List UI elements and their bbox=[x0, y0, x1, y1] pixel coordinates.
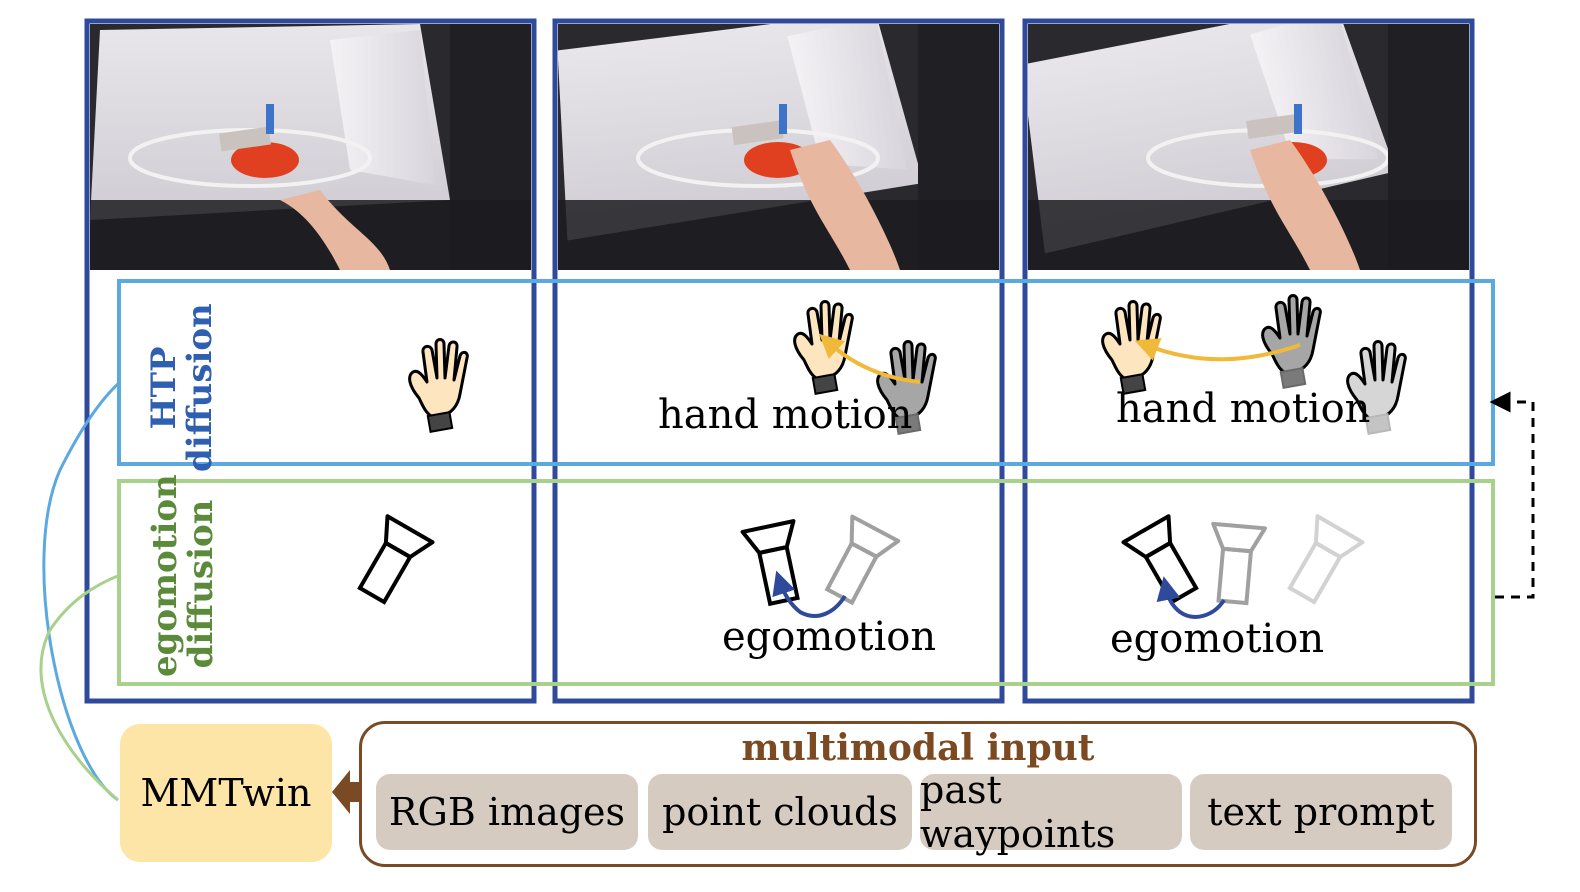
small-bottle bbox=[266, 104, 274, 134]
arm bbox=[790, 140, 900, 270]
feedback-dashed-arrow bbox=[1489, 391, 1535, 599]
photo-panel-1 bbox=[90, 24, 531, 270]
egomotion-label-3: egomotion bbox=[1110, 616, 1325, 662]
hand-icon-frame3-current bbox=[1101, 300, 1162, 396]
htp-label-line2: diffusion bbox=[180, 303, 220, 472]
hand-icon-frame2-past bbox=[876, 340, 937, 436]
egomotion-label-2: egomotion bbox=[722, 614, 937, 660]
ego-link-curve bbox=[39, 573, 121, 802]
htp-label-line1: HTP bbox=[144, 346, 184, 430]
microwave-side-wall bbox=[787, 24, 907, 170]
ego-arrow-3 bbox=[1156, 576, 1226, 619]
package bbox=[1246, 114, 1299, 139]
small-bottle bbox=[1294, 104, 1302, 134]
frame-column-1 bbox=[84, 18, 537, 704]
input-chip-rgb-images: RGB images bbox=[376, 774, 638, 850]
hand-icon-frame2-current bbox=[793, 300, 854, 396]
input-chip-past-waypoints: past waypoints bbox=[920, 768, 1182, 856]
lower-bg-2 bbox=[558, 270, 999, 700]
frame-column-2 bbox=[552, 18, 1005, 704]
ego-row-box bbox=[117, 479, 1495, 686]
hand-icon-frame3-past1 bbox=[1261, 294, 1322, 390]
lower-bg-1 bbox=[90, 270, 531, 700]
htp-row-box bbox=[117, 279, 1495, 466]
photo-panel-2 bbox=[558, 24, 999, 270]
package bbox=[218, 126, 272, 152]
hand-motion-arrow-3 bbox=[1134, 338, 1301, 362]
arm bbox=[280, 190, 390, 270]
camera-icon-frame3-past1 bbox=[1211, 521, 1267, 606]
multimodal-input-box bbox=[359, 721, 1477, 867]
hand-icon-frame1 bbox=[408, 338, 469, 434]
ego-arrow-2 bbox=[772, 570, 847, 618]
arm bbox=[1250, 140, 1360, 270]
input-to-mmtwin-arrow bbox=[332, 770, 360, 814]
egomotion-diffusion-label: egomotion diffusion bbox=[145, 474, 221, 677]
red-container bbox=[231, 142, 299, 178]
htp-diffusion-label: HTP diffusion bbox=[144, 303, 220, 472]
counter-shadow bbox=[1028, 200, 1469, 270]
counter-shadow bbox=[558, 200, 999, 270]
mmtwin-box: MMTwin bbox=[120, 724, 332, 862]
camera-icon-frame1 bbox=[357, 514, 435, 605]
multimodal-input-title: multimodal input bbox=[741, 727, 1095, 769]
frame-column-3 bbox=[1022, 18, 1475, 704]
hand-motion-label-3: hand motion bbox=[1116, 386, 1371, 432]
hand-motion-label-2: hand motion bbox=[658, 392, 913, 438]
ego-label-line1: egomotion bbox=[145, 474, 185, 677]
ego-label-line2: diffusion bbox=[181, 499, 221, 669]
hand-icon-frame3-past2 bbox=[1346, 340, 1407, 436]
hand-motion-arrow-2 bbox=[819, 333, 921, 384]
camera-icon-frame2-past bbox=[824, 514, 901, 606]
mmtwin-label: MMTwin bbox=[140, 771, 312, 815]
small-bottle bbox=[779, 104, 787, 134]
input-chip-point-clouds: point clouds bbox=[648, 774, 912, 850]
input-chip-text-prompt: text prompt bbox=[1190, 774, 1452, 850]
camera-icon-frame3-past2 bbox=[1287, 514, 1365, 605]
htp-link-curve bbox=[42, 380, 122, 802]
package bbox=[731, 120, 784, 146]
photo-panel-3 bbox=[1028, 24, 1469, 270]
